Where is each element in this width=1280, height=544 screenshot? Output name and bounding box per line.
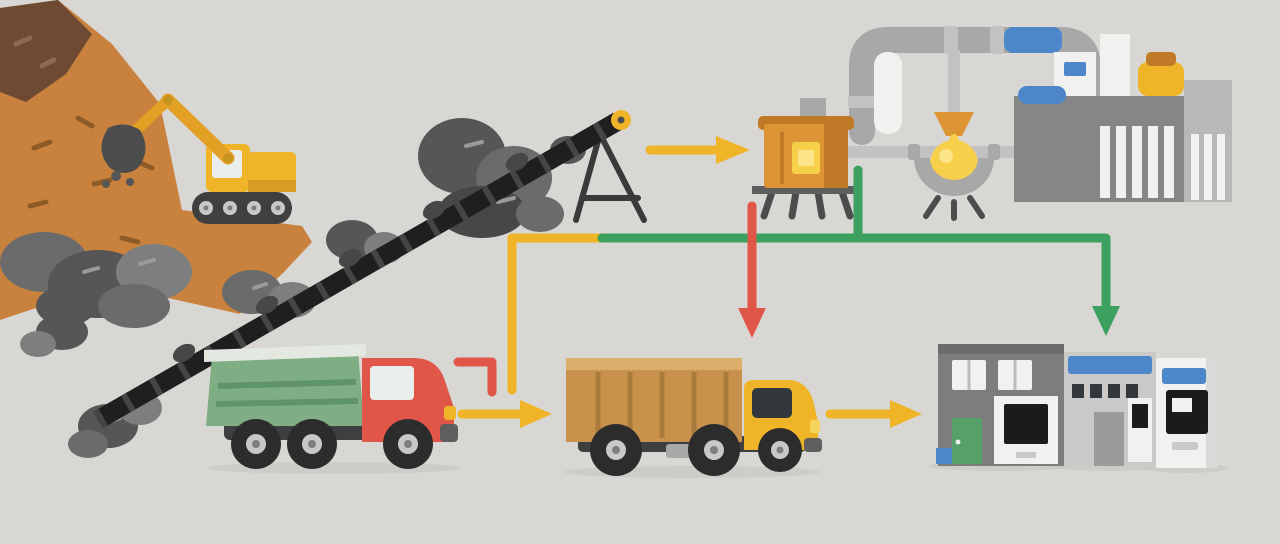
- store-sign: [1068, 356, 1152, 374]
- headlight: [810, 420, 820, 433]
- excavator-tracks: [192, 192, 292, 224]
- smelter: [908, 112, 1000, 221]
- yellow-tank: [1138, 62, 1184, 96]
- bumper: [804, 438, 822, 452]
- kiosk-sign: [1162, 368, 1206, 384]
- pipe-flange: [848, 96, 876, 108]
- arrow-cargo-truck-to-stores: [825, 400, 922, 428]
- belt-treads: [93, 112, 623, 429]
- excavator-claw: [101, 124, 146, 173]
- falling-rock: [126, 178, 134, 186]
- store-parapet: [938, 344, 1064, 354]
- kiosk-screen-card: [1172, 398, 1192, 412]
- store-left: [936, 344, 1064, 466]
- furnace-stub: [800, 98, 826, 120]
- dump-bed: [206, 350, 364, 426]
- cargo-truck-window: [752, 388, 792, 418]
- furnace-platform: [752, 186, 860, 194]
- dump-truck-wheels: [231, 419, 433, 469]
- factory: [1014, 34, 1232, 202]
- store-middle: [1064, 352, 1156, 466]
- pipe-flange: [990, 26, 1004, 54]
- factory-window-bar: [1018, 86, 1066, 104]
- bumper: [440, 424, 458, 442]
- blue-bin: [936, 448, 952, 464]
- tank-lid: [1146, 52, 1176, 66]
- factory-columns: [1100, 126, 1174, 198]
- flow-lines: [453, 136, 1120, 428]
- falling-rock: [111, 171, 121, 181]
- storefront-slot: [1016, 452, 1036, 458]
- kiosk-slot: [1172, 442, 1198, 450]
- arrowhead-down-icon: [1092, 306, 1120, 336]
- arrow-dumptruck-to-cargo-truck: [457, 400, 552, 428]
- excavator: [101, 93, 296, 224]
- vending-screen: [1132, 404, 1148, 428]
- furnace: [752, 98, 860, 220]
- arrowhead-down-icon: [738, 308, 766, 338]
- conveyor-support-frame: [573, 131, 647, 223]
- arrowhead-right-icon: [716, 136, 750, 164]
- arrowhead-right-icon: [520, 400, 552, 428]
- cargo-box-rim: [566, 358, 742, 370]
- store-door: [1094, 412, 1124, 466]
- kiosk-shade: [1206, 358, 1218, 468]
- white-chimney: [874, 52, 902, 134]
- drop-pipe: [948, 50, 960, 114]
- smelter-legs: [923, 195, 985, 221]
- cargo-truck-wheels: [590, 424, 802, 476]
- factory-chimney: [1100, 34, 1130, 98]
- tower-window: [1064, 62, 1086, 76]
- ore-on-belt: [172, 152, 529, 363]
- line-dumptruck-to-furnace: [453, 165, 863, 397]
- arrowhead-right-icon: [890, 400, 922, 428]
- dump-truck-window: [370, 366, 414, 400]
- stores: [928, 344, 1228, 473]
- falling-rock: [102, 180, 110, 188]
- arrow-conveyor-to-furnace: [645, 136, 750, 164]
- cargo-truck: [564, 358, 822, 478]
- storefront-screen: [1004, 404, 1048, 444]
- arrow-furnace-to-cargo-truck: [738, 201, 766, 338]
- dump-truck: [204, 344, 462, 474]
- blue-pipe-segment: [1004, 27, 1062, 53]
- annex-columns: [1191, 134, 1225, 200]
- dump-bed-rim: [204, 344, 366, 362]
- excavator-arm: [126, 93, 235, 165]
- pipe-flange: [944, 26, 958, 54]
- smelter-funnel: [934, 112, 974, 136]
- furnace-side-panel: [824, 124, 848, 188]
- vending-kiosk: [1156, 358, 1218, 468]
- rock-piles: [0, 220, 404, 458]
- headlight: [444, 406, 456, 420]
- furnace-legs: [760, 188, 854, 220]
- conveyor-belt: [93, 110, 647, 429]
- smelter-cradle: [914, 158, 994, 196]
- arrow-furnace-to-stores: [853, 233, 1120, 336]
